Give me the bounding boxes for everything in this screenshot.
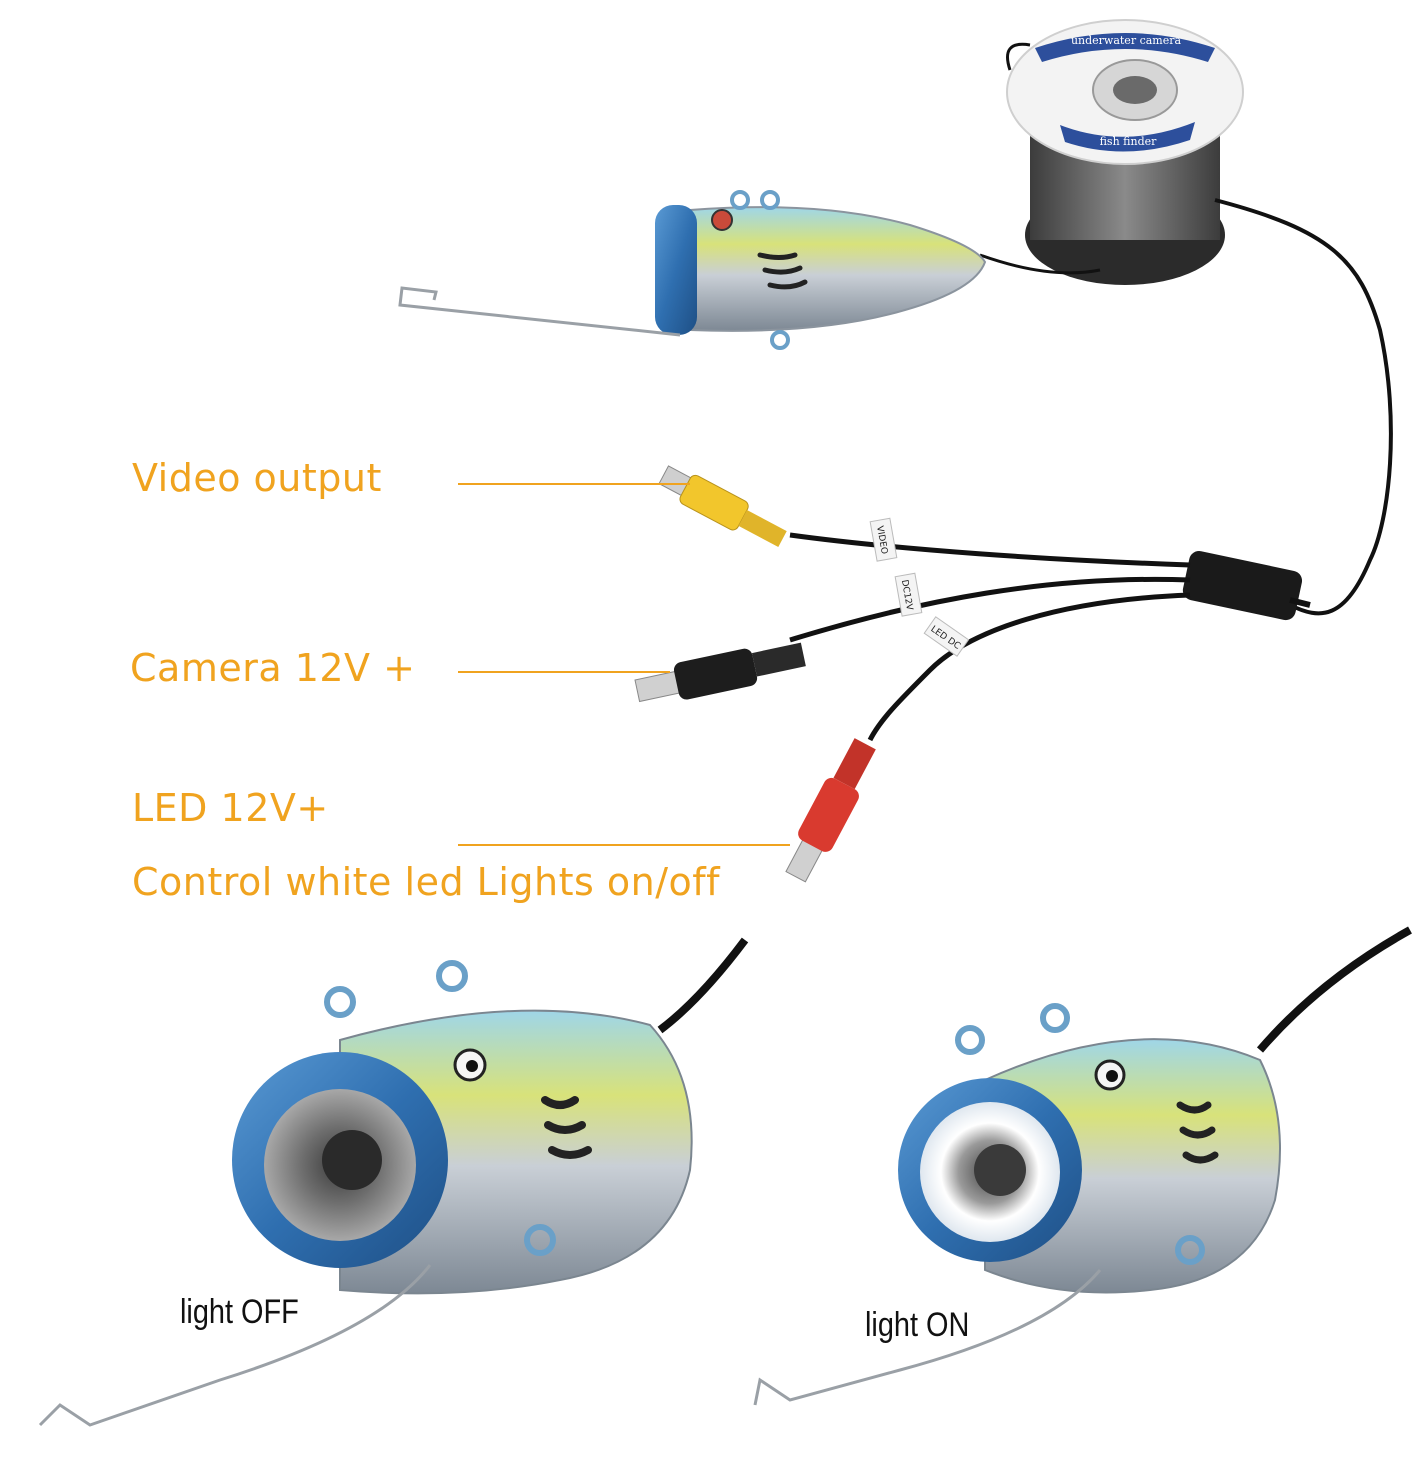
cable-reel: underwater camera fish finder <box>1006 19 1244 285</box>
callout-led-power: LED 12V+ <box>132 786 329 830</box>
tag-video: VIDEO <box>869 517 898 562</box>
camera-dc-plug <box>634 642 806 703</box>
mount-wire-top <box>398 286 681 337</box>
reel-label-top: underwater camera <box>1071 34 1182 47</box>
camera-light-on <box>753 926 1412 1406</box>
svg-text:VIDEO: VIDEO <box>874 525 889 555</box>
callout-camera-power: Camera 12V + <box>130 646 416 690</box>
splitter-cable: VIDEO DC12V LED DC <box>789 517 1311 742</box>
led-dc-plug <box>785 738 876 883</box>
main-cable <box>1214 198 1393 616</box>
callout-led-control: Control white led Lights on/off <box>132 860 721 904</box>
callout-video-output: Video output <box>132 456 382 500</box>
video-rca-plug <box>658 465 787 547</box>
mount-wire-left <box>38 1264 432 1427</box>
tag-led: LED DC <box>923 616 970 657</box>
fish-camera-top <box>398 190 987 350</box>
mount-wire-right <box>753 1269 1102 1406</box>
caption-light-on: light ON <box>865 1306 970 1344</box>
caption-light-off: light OFF <box>180 1293 299 1331</box>
camera-light-off <box>38 937 749 1427</box>
reel-label-bottom: fish finder <box>1100 135 1158 148</box>
tag-camera: DC12V <box>894 572 923 617</box>
